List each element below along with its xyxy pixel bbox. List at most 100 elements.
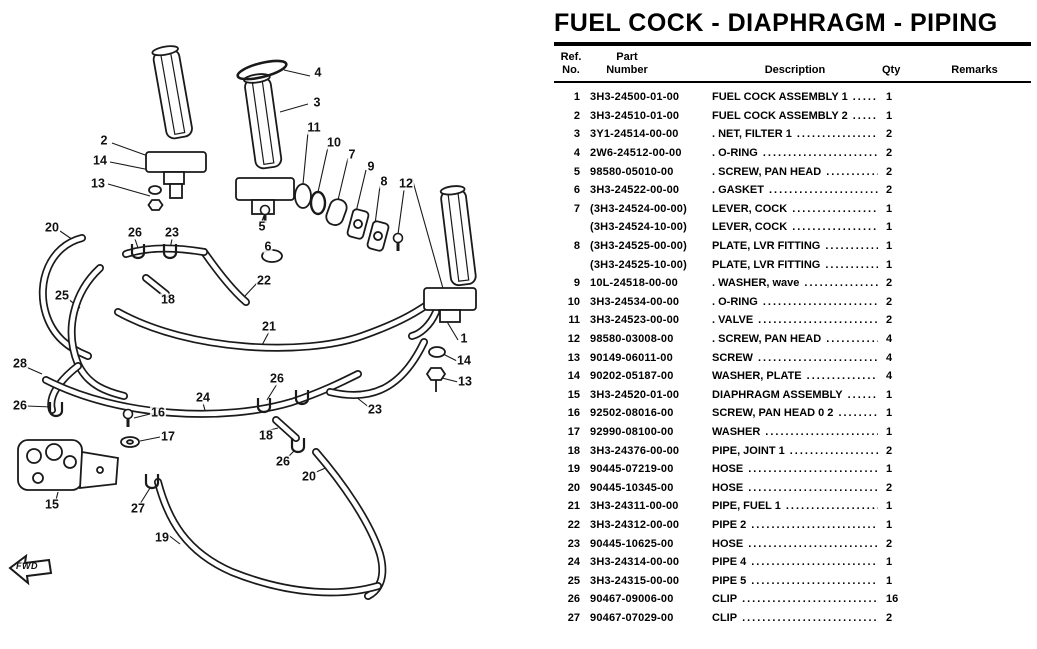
table-row: (3H3-24525-10-00) PLATE, LVR FITTING ...… <box>554 255 1031 274</box>
cell-part: 90149-06011-00 <box>590 351 673 364</box>
cell-part: 3H3-24500-01-00 <box>590 91 680 104</box>
header-rule <box>554 81 1031 83</box>
cell-ref: 2 <box>573 109 580 122</box>
fwd-label: FWD <box>16 561 38 571</box>
cell-desc-text: PIPE 2 <box>712 518 747 531</box>
cell-ref: 13 <box>567 351 580 364</box>
cell-desc: FUEL COCK ASSEMBLY 1 ...................… <box>710 91 880 103</box>
cell-desc-text: SCREW <box>712 351 753 364</box>
table-row: 8 (3H3-24525-00-00) PLATE, LVR FITTING .… <box>554 237 1031 256</box>
cell-desc-text: . VALVE <box>712 314 754 327</box>
cell-leader: ........................................… <box>792 202 878 215</box>
cell-leader: ........................................… <box>852 91 878 104</box>
hoses <box>38 234 440 600</box>
cell-leader: ........................................… <box>792 221 878 234</box>
cell-part: 3H3-24520-01-00 <box>590 388 680 401</box>
cell-desc-text: DIAPHRAGM ASSEMBLY <box>712 388 843 401</box>
cell-qty: 2 <box>886 184 893 197</box>
cell-qty: 1 <box>886 574 893 587</box>
cell-ref: 11 <box>568 314 580 327</box>
cell-qty: 2 <box>886 481 893 494</box>
table-row: 25 3H3-24315-00-00 PIPE 5 ..............… <box>554 571 1031 590</box>
cell-ref: 17 <box>567 425 580 438</box>
diaphragm-assembly <box>17 439 119 491</box>
cell-desc-text: PIPE, JOINT 1 <box>712 444 785 457</box>
cell-ref: 3 <box>573 128 580 141</box>
col-header-part: Part Number <box>606 51 648 76</box>
table-row: 10 3H3-24534-00-00 . O-RING ............… <box>554 293 1031 312</box>
cell-desc: PIPE, JOINT 1 ..........................… <box>710 445 880 457</box>
cell-leader: ........................................… <box>804 277 878 290</box>
cell-part: 2W6-24512-00-00 <box>590 147 682 160</box>
o-ring-part <box>236 59 288 81</box>
table-row: 1 3H3-24500-01-00 FUEL COCK ASSEMBLY 1 .… <box>554 88 1031 107</box>
cell-part: 90445-07219-00 <box>590 463 674 476</box>
cell-part: 3H3-24314-00-00 <box>590 556 680 569</box>
cell-desc: CLIP ...................................… <box>710 612 880 624</box>
table-row: 3 3Y1-24514-00-00 . NET, FILTER 1 ......… <box>554 125 1031 144</box>
cell-ref: 19 <box>567 463 580 476</box>
cell-qty: 2 <box>886 444 893 457</box>
cell-ref: 24 <box>567 556 580 569</box>
cell-desc-text: . O-RING <box>712 295 758 308</box>
cell-ref: 9 <box>573 277 580 290</box>
cell-ref: 15 <box>567 388 580 401</box>
table-row: 17 92990-08100-00 WASHER ...............… <box>554 423 1031 442</box>
cell-desc: . WASHER, wave .........................… <box>710 277 880 289</box>
cell-qty: 2 <box>886 537 893 550</box>
cell-desc-text: . NET, FILTER 1 <box>712 128 792 141</box>
valve-parts-chain <box>294 183 404 253</box>
cell-leader: ........................................… <box>796 128 878 141</box>
cell-leader: ........................................… <box>758 314 878 327</box>
cell-desc: HOSE ...................................… <box>710 538 880 550</box>
cell-leader: ........................................… <box>852 109 878 122</box>
cell-leader: ........................................… <box>826 333 878 346</box>
cell-desc: HOSE ...................................… <box>710 463 880 475</box>
table-row: 19 90445-07219-00 HOSE .................… <box>554 460 1031 479</box>
cell-qty: 1 <box>886 221 893 234</box>
cell-desc: PIPE 4 .................................… <box>710 556 880 568</box>
table-row: 15 3H3-24520-01-00 DIAPHRAGM ASSEMBLY ..… <box>554 386 1031 405</box>
cell-qty: 2 <box>886 128 893 141</box>
cell-ref: 5 <box>573 165 580 178</box>
cell-desc: PLATE, LVR FITTING .....................… <box>710 259 880 271</box>
table-row: 14 90202-05187-00 WASHER, PLATE ........… <box>554 367 1031 386</box>
cell-ref: 26 <box>567 593 580 606</box>
cell-part: 3H3-24311-00-00 <box>590 500 679 513</box>
cell-desc: WASHER .................................… <box>710 426 880 438</box>
cell-qty: 1 <box>886 463 893 476</box>
cell-ref: 27 <box>567 611 580 624</box>
cell-desc-text: LEVER, COCK <box>712 202 788 215</box>
cell-desc: PIPE 2 .................................… <box>710 519 880 531</box>
cell-desc-text: LEVER, COCK <box>712 221 788 234</box>
cell-desc: DIAPHRAGM ASSEMBLY .....................… <box>710 389 880 401</box>
cell-desc: . GASKET ...............................… <box>710 184 880 196</box>
table-row: 9 10L-24518-00-00 . WASHER, wave .......… <box>554 274 1031 293</box>
cell-part: 90202-05187-00 <box>590 370 674 383</box>
cell-part: 90445-10625-00 <box>590 537 674 550</box>
cell-part: 3Y1-24514-00-00 <box>590 128 679 141</box>
cell-leader: ........................................… <box>847 388 878 401</box>
cell-ref: 16 <box>567 407 580 420</box>
cell-desc-text: CLIP <box>712 593 738 606</box>
cell-ref: 18 <box>567 444 580 457</box>
cell-desc-text: HOSE <box>712 463 744 476</box>
cell-part: 92990-08100-00 <box>590 425 674 438</box>
cell-qty: 1 <box>886 556 893 569</box>
cell-desc-text: FUEL COCK ASSEMBLY 1 <box>712 91 848 104</box>
cell-leader: ........................................… <box>751 518 878 531</box>
cell-desc: HOSE ...................................… <box>710 482 880 494</box>
table-row: 23 90445-10625-00 HOSE .................… <box>554 534 1031 553</box>
cell-ref: 7 <box>573 202 580 215</box>
cell-qty: 4 <box>886 333 893 346</box>
cell-leader: ........................................… <box>765 425 878 438</box>
cell-desc: LEVER, COCK ............................… <box>710 203 880 215</box>
cell-qty: 16 <box>886 593 899 606</box>
cell-leader: ........................................… <box>768 184 878 197</box>
cell-leader: ........................................… <box>762 147 878 160</box>
filter-tower-3 <box>439 185 477 287</box>
cell-desc-text: . SCREW, PAN HEAD <box>712 333 822 346</box>
cell-leader: ........................................… <box>785 500 878 513</box>
table-row: 7 (3H3-24524-00-00) LEVER, COCK ........… <box>554 200 1031 219</box>
